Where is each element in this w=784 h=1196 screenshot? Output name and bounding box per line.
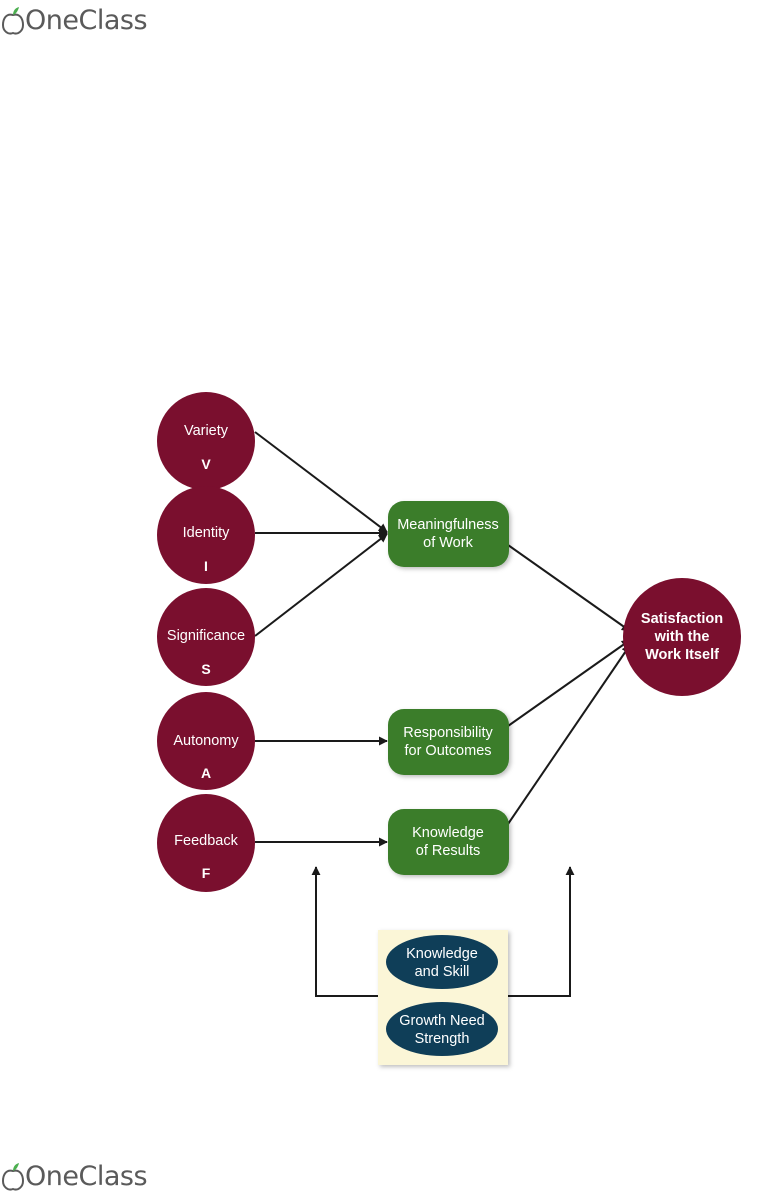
arrow-responsibility-to-satisfaction [508,640,630,726]
arrow-significance-to-meaningfulness [255,534,387,636]
arrow-moderator-left [316,867,378,996]
state-line2: of Work [423,535,473,551]
characteristic-feedback: Feedback F [157,794,255,892]
moderator-growth-need-strength: Growth Need Strength [386,1002,498,1056]
characteristic-letter: A [201,765,211,781]
characteristic-letter: S [201,661,210,677]
outcome-line2: with the [654,629,710,645]
outcome-satisfaction: Satisfaction with the Work Itself [623,578,741,696]
moderator-line2: and Skill [415,964,470,980]
arrow-moderator-right [508,867,570,996]
logo-text: OneClass [25,1163,147,1190]
state-meaningfulness: Meaningfulness of Work [388,501,509,567]
characteristic-name: Variety [184,423,229,439]
oneclass-logo-bottom: OneClass [2,1156,147,1196]
characteristic-letter: F [202,865,211,881]
state-line2: for Outcomes [404,743,491,759]
characteristic-variety: Variety V [157,392,255,490]
characteristic-name: Significance [167,628,245,644]
state-line1: Meaningfulness [397,517,499,533]
characteristic-name: Identity [183,525,230,541]
characteristic-identity: Identity I [157,486,255,584]
state-line1: Knowledge [412,825,484,841]
characteristic-name: Feedback [174,833,238,849]
apple-logo-icon [2,1161,24,1191]
characteristic-name: Autonomy [173,733,239,749]
state-responsibility: Responsibility for Outcomes [388,709,509,775]
arrow-variety-to-meaningfulness [255,432,387,532]
moderator-line1: Growth Need [399,1013,484,1029]
moderators-panel: Knowledge and Skill Growth Need Strength [378,930,508,1065]
state-line1: Responsibility [403,725,493,741]
state-knowledge-of-results: Knowledge of Results [388,809,509,875]
outcome-line1: Satisfaction [641,611,723,627]
moderator-line1: Knowledge [406,946,478,962]
characteristic-significance: Significance S [157,588,255,686]
arrow-meaningfulness-to-satisfaction [508,545,630,631]
characteristic-autonomy: Autonomy A [157,692,255,790]
characteristic-letter: V [201,456,211,472]
state-line2: of Results [416,843,480,859]
characteristic-letter: I [204,558,208,574]
moderator-line2: Strength [415,1031,470,1047]
moderator-knowledge-and-skill: Knowledge and Skill [386,935,498,989]
arrow-knowledge-to-satisfaction [508,645,630,824]
outcome-line3: Work Itself [645,647,719,663]
